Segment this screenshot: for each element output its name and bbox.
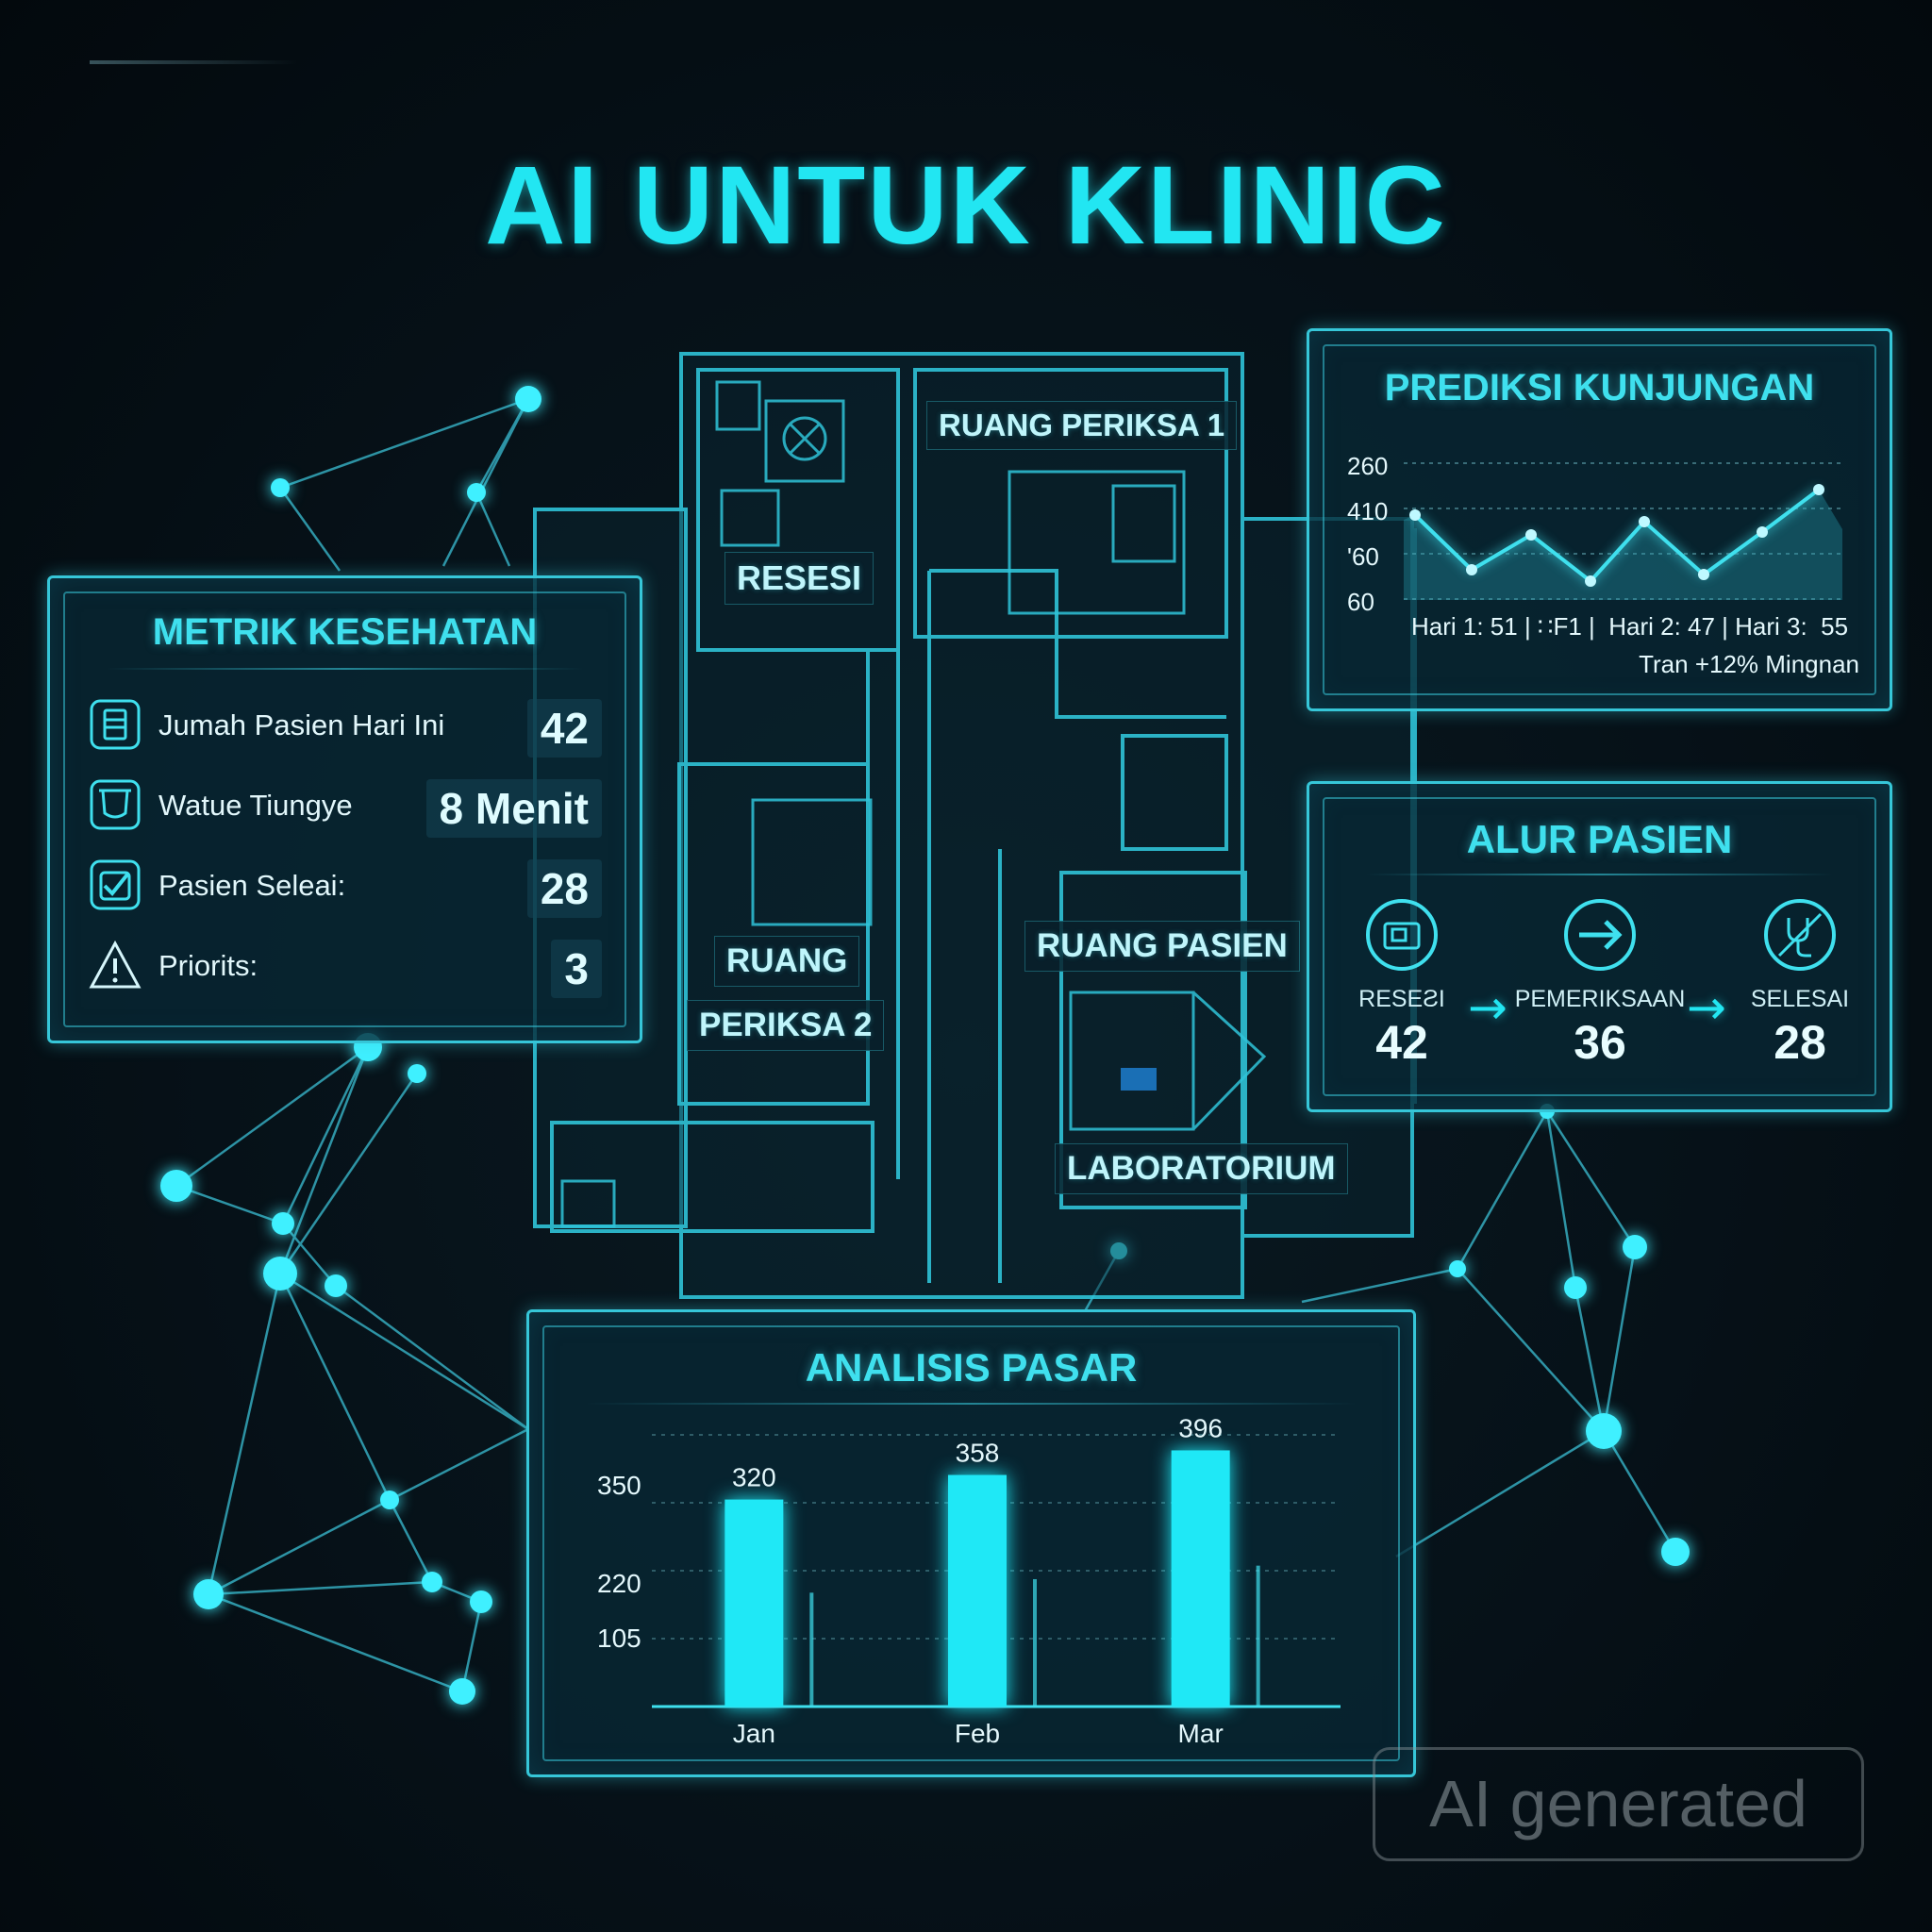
patient-flow-title: ALUR PASIEN (1466, 817, 1733, 861)
flow-value: 42 (1375, 1016, 1428, 1069)
metric-row-patients-done[interactable]: Pasien Seleai: 28 (88, 852, 611, 918)
cup-icon (90, 779, 141, 830)
y-tick: '60 (1347, 542, 1379, 571)
clipboard-icon (90, 699, 141, 750)
metrics-panel-frame (63, 591, 626, 1027)
chart-bar-accent (809, 1592, 814, 1707)
page-title: AI UNTUK KLINIC (485, 143, 1447, 268)
checkbox-icon (90, 859, 141, 910)
patient-flow-panel-frame (1323, 797, 1876, 1096)
room-label-ruang-periksa-1[interactable]: RUANG PERIKSA 1 (926, 401, 1238, 450)
prediction-panel-frame (1323, 344, 1876, 695)
chart-x-tick-label: Feb (955, 1719, 1000, 1748)
metric-value: 28 (526, 859, 602, 918)
prediction-point (1757, 526, 1768, 538)
chart-data-label: 358 (956, 1439, 1000, 1468)
patient-flow-panel: ALUR PASIEN RESEƧI 42 → PEMERIKSAAN 36 →… (1307, 781, 1892, 1112)
chart-bar (1171, 1450, 1230, 1707)
chart-y-tick: 105 (597, 1624, 641, 1653)
chart-bar (724, 1499, 784, 1707)
flow-arrow-icon: → (1687, 980, 1726, 1035)
chart-bar-accent (1256, 1565, 1260, 1707)
metrics-divider (107, 668, 583, 670)
room-label-ruang-periksa-2-line1[interactable]: RUANG (714, 936, 860, 987)
ai-generated-watermark: AI generated (1373, 1747, 1864, 1861)
arrow-right-circle-icon (1564, 899, 1636, 971)
prediction-line (1413, 488, 1821, 584)
flow-label: SELESAI (1750, 986, 1850, 1012)
metrics-panel-title: METRIK KESEHATAN (152, 611, 538, 653)
prediction-point (1698, 569, 1709, 580)
metric-row-wait-time[interactable]: Watue Tiungye 8 Menit (88, 772, 611, 838)
chart-y-tick: 350 (597, 1471, 641, 1500)
chart-bar (948, 1474, 1007, 1707)
stethoscope-icon (1764, 899, 1836, 971)
flow-label: RESEƧI (1358, 986, 1445, 1012)
prediction-panel-title: PREDIKSI KUNJUNGAN (1384, 367, 1815, 408)
prediction-point (1466, 564, 1477, 575)
metric-label: Jumah Pasien Hari Ini (158, 708, 445, 741)
prediction-point (1813, 484, 1824, 495)
prediction-caption: Hari 1: 51 | ∷F1 | Hari 2: 47 | Hari 3: … (1411, 612, 1849, 641)
room-label-laboratorium[interactable]: LABORATORIUM (1055, 1143, 1348, 1194)
metric-label: Priorits: (158, 949, 258, 982)
prediction-point (1525, 529, 1537, 541)
room-label-resesi[interactable]: RESESI (724, 552, 874, 605)
room-label-ruang-periksa-2-line2[interactable]: PERIKSA 2 (687, 1000, 885, 1051)
metric-value: 42 (526, 699, 602, 758)
flow-label: PEMERIKSAAN (1514, 986, 1686, 1012)
flow-divider (1366, 874, 1833, 875)
flow-arrow-icon: → (1468, 980, 1507, 1035)
chart-bar-accent (1033, 1578, 1037, 1707)
prediction-trend: Tran +12% Mingnan (1639, 650, 1859, 678)
chart-x-tick-label: Mar (1178, 1719, 1224, 1748)
y-tick: 410 (1347, 497, 1389, 525)
metric-label: Pasien Seleai: (158, 869, 346, 902)
chart-x-tick-label: Jan (733, 1719, 775, 1748)
prediction-point (1409, 509, 1421, 521)
metric-value: 3 (551, 940, 602, 998)
metric-row-priority[interactable]: Priorits: 3 (88, 932, 611, 998)
flow-step-reception[interactable]: RESEƧI 42 (1307, 897, 1496, 1070)
chart-data-label: 396 (1178, 1413, 1223, 1442)
metrics-panel: METRIK KESEHATAN Jumah Pasien Hari Ini 4… (47, 575, 642, 1043)
prediction-point (1639, 516, 1650, 527)
chart-data-label: 320 (732, 1463, 776, 1492)
reception-icon (1366, 899, 1438, 971)
y-tick: 260 (1347, 452, 1389, 480)
room-label-ruang-pasien[interactable]: RUANG PASIEN (1024, 921, 1300, 972)
flow-value: 36 (1574, 1016, 1626, 1069)
prediction-point (1585, 575, 1596, 587)
metric-row-patients-today[interactable]: Jumah Pasien Hari Ini 42 (88, 691, 611, 758)
prediction-panel: PREDIKSI KUNJUNGAN 260 410 '60 60 Hari 1… (1307, 328, 1892, 711)
prediction-line-chart (1404, 462, 1842, 600)
corner-decoration (90, 60, 297, 64)
flow-step-done[interactable]: SELESAI 28 (1706, 897, 1894, 1070)
warning-icon (89, 940, 142, 989)
prediction-area (1404, 490, 1842, 600)
flow-value: 28 (1774, 1016, 1826, 1069)
flow-step-examination[interactable]: PEMERIKSAAN 36 (1506, 897, 1694, 1070)
market-analysis-title: ANALISIS PASAR (805, 1345, 1138, 1390)
chart-divider (586, 1403, 1357, 1405)
chart-y-tick: 220 (597, 1569, 641, 1598)
metric-label: Watue Tiungye (158, 789, 353, 822)
y-tick: 60 (1347, 588, 1374, 616)
metric-value: 8 Menit (425, 779, 602, 838)
market-analysis-panel-frame (542, 1325, 1400, 1761)
